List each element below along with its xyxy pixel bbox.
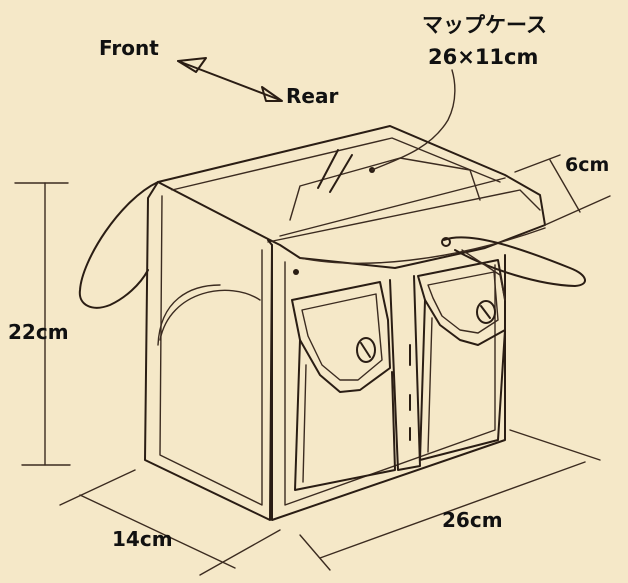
arrow-head-front-icon [177,57,207,73]
left-pouch-button-icon [356,337,376,363]
label-width-side: 14cm [112,527,173,551]
bag-side-panel [144,181,273,521]
bag-front-panel [271,244,506,521]
label-map-case-name: マップケース [422,13,547,37]
dimension-length [299,429,601,571]
label-map-case-size: 26×11cm [428,45,539,69]
label-height: 22cm [8,320,69,344]
map-case-pointer [371,69,456,171]
arrow-head-rear-icon [261,86,283,102]
label-rear: Rear [286,84,339,108]
orientation-arrow [177,57,283,102]
center-strap [389,275,421,471]
label-length: 26cm [442,508,503,532]
left-pouch [291,281,396,491]
bag-lid [157,125,546,269]
shoulder-strap [78,181,586,309]
right-pouch-button-icon [476,300,496,324]
right-pouch [417,259,506,461]
dimension-height [14,182,71,466]
dimension-width-side [59,469,281,576]
dimension-depth-top [514,154,611,226]
label-front: Front [99,36,159,60]
label-depth-top: 6cm [565,154,610,176]
